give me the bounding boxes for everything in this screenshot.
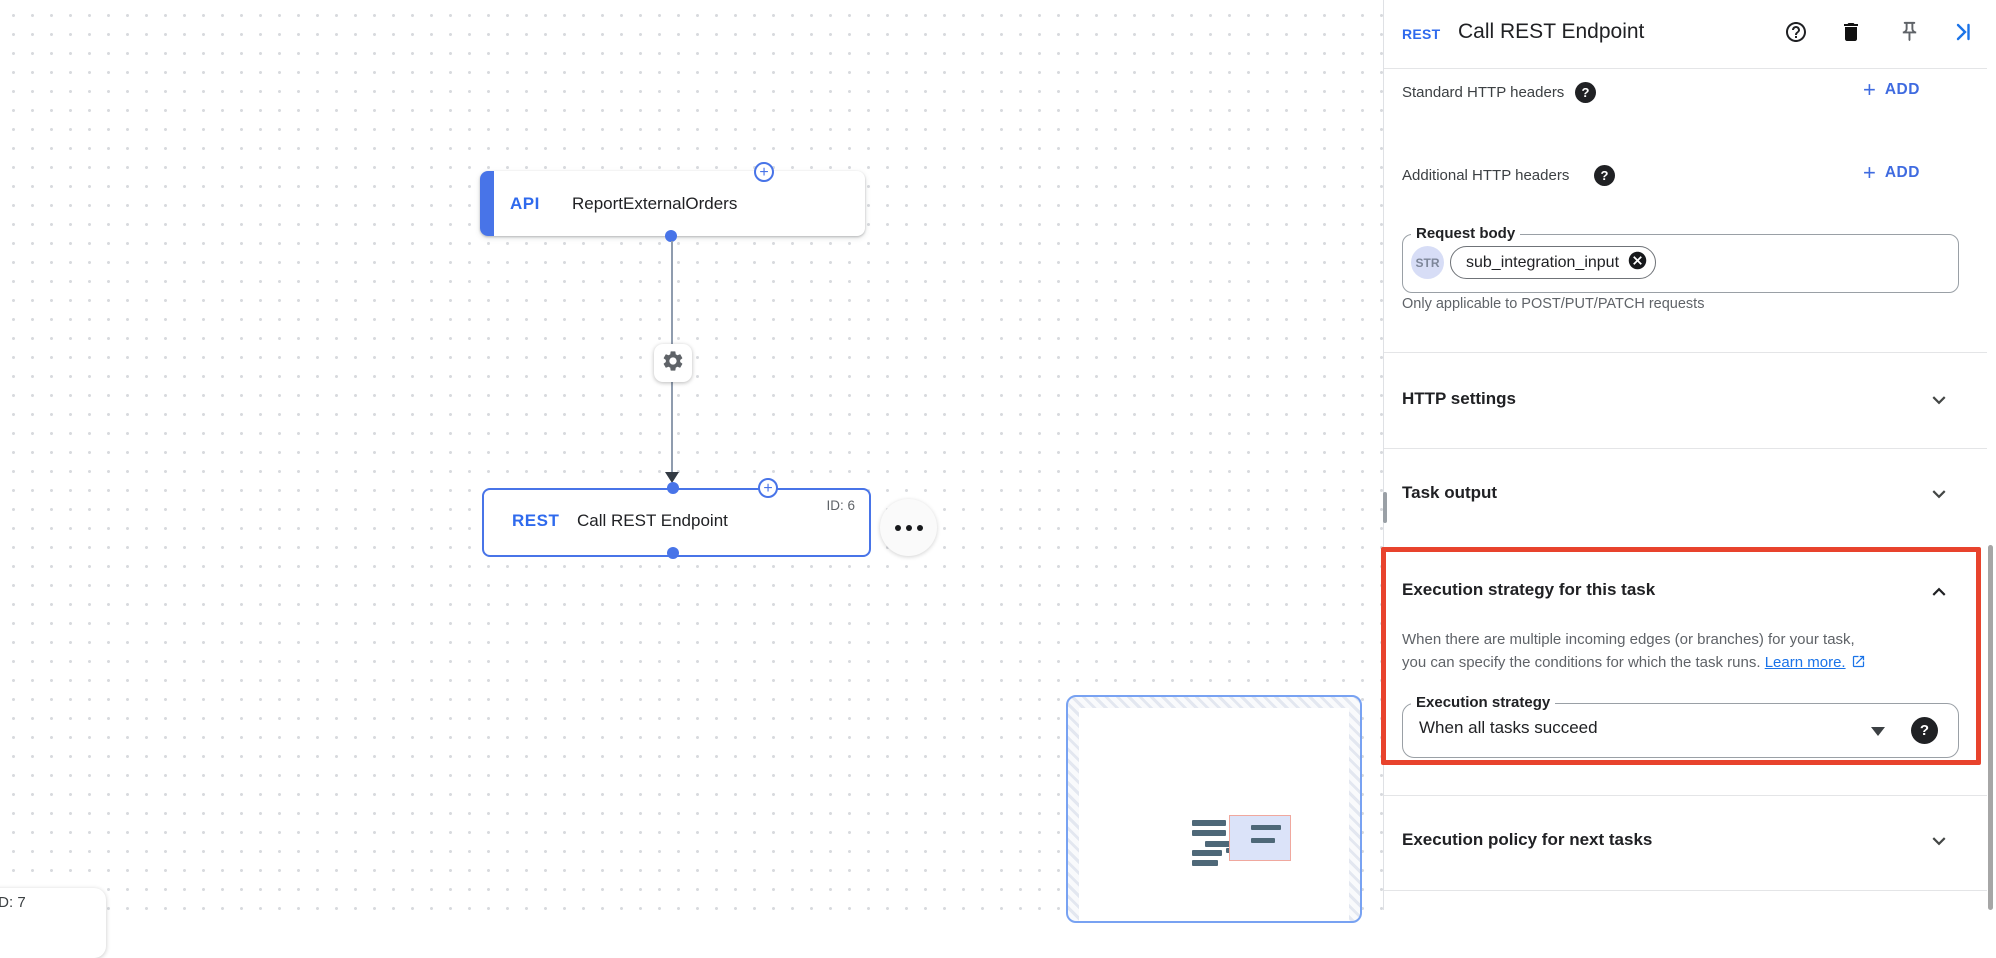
add-standard-header-button[interactable]: ADD [1863, 80, 1920, 100]
add-edge-icon[interactable] [758, 478, 778, 498]
header-divider [1384, 68, 1987, 69]
panel-scroll-indicator [1383, 492, 1387, 523]
help-outline-icon [1784, 20, 1808, 49]
trash-icon [1839, 20, 1863, 49]
request-body-legend: Request body [1411, 225, 1521, 242]
partial-node-card[interactable]: ID: 7 [0, 888, 106, 958]
api-badge: API [510, 194, 540, 213]
execution-strategy-legend: Execution strategy [1411, 694, 1556, 711]
panel-rest-badge: REST [1402, 26, 1441, 42]
help-filled-icon[interactable] [1575, 82, 1596, 103]
task-node-call-rest-endpoint[interactable]: REST Call REST Endpoint ID: 6 [482, 488, 871, 557]
help-filled-icon[interactable] [1911, 717, 1938, 744]
panel-divider [1383, 0, 1384, 910]
chevron-down-icon[interactable] [1926, 481, 1952, 507]
request-body-field[interactable]: Request body STR sub_integration_input [1402, 225, 1959, 293]
edge-config-button[interactable] [654, 344, 692, 382]
add-edge-icon[interactable] [754, 162, 774, 182]
rest-badge: REST [512, 511, 560, 530]
edge-arrowhead-icon [665, 472, 679, 483]
plus-icon [1863, 163, 1876, 183]
panel-scrollbar[interactable] [1988, 545, 1993, 910]
chip-value: sub_integration_input [1466, 253, 1620, 271]
task-more-options-button[interactable] [880, 499, 937, 556]
workflow-canvas[interactable]: API ReportExternalOrders REST Call REST … [0, 0, 1383, 958]
minimap-viewport-area [1079, 708, 1349, 921]
collapse-panel-button[interactable] [1951, 22, 1975, 46]
chevron-down-icon[interactable] [1926, 387, 1952, 413]
task-output-port[interactable] [667, 547, 679, 559]
section-execution-policy: Execution policy for next tasks [1402, 830, 1653, 849]
task-node-title: Call REST Endpoint [577, 511, 728, 530]
request-body-helper: Only applicable to POST/PUT/PATCH reques… [1402, 296, 1705, 312]
execution-strategy-description: When there are multiple incoming edges (… [1402, 628, 1954, 676]
partial-node-id-label: ID: 7 [0, 894, 26, 911]
chevron-up-icon[interactable] [1926, 579, 1952, 605]
trigger-node-title: ReportExternalOrders [572, 194, 738, 213]
delete-button[interactable] [1839, 22, 1863, 46]
task-config-panel [1384, 0, 1996, 910]
trigger-output-port[interactable] [665, 230, 677, 242]
request-body-value-chip[interactable]: sub_integration_input [1450, 246, 1657, 279]
section-task-output: Task output [1402, 483, 1498, 502]
minimap-viewport-rect[interactable] [1229, 815, 1291, 861]
chevron-down-icon[interactable] [1926, 828, 1952, 854]
help-button[interactable] [1784, 20, 1808, 49]
trigger-node-report-external-orders[interactable]: API ReportExternalOrders [480, 171, 865, 236]
execution-strategy-select[interactable]: Execution strategy When all tasks succee… [1402, 694, 1959, 758]
standard-http-headers-label: Standard HTTP headers [1402, 84, 1565, 101]
remove-chip-icon[interactable] [1627, 250, 1648, 276]
add-additional-header-button[interactable]: ADD [1863, 163, 1920, 183]
panel-title: Call REST Endpoint [1458, 20, 1645, 43]
string-type-chip: STR [1411, 246, 1444, 279]
execution-strategy-value: When all tasks succeed [1419, 718, 1598, 737]
dropdown-arrow-icon[interactable] [1871, 727, 1885, 736]
pin-button[interactable] [1897, 20, 1921, 48]
additional-http-headers-label: Additional HTTP headers [1402, 167, 1570, 184]
collapse-right-icon [1951, 20, 1975, 49]
section-http-settings: HTTP settings [1402, 389, 1516, 408]
minimap[interactable] [1066, 695, 1362, 923]
pin-icon [1898, 20, 1921, 48]
external-link-icon [1851, 653, 1866, 676]
section-execution-strategy: Execution strategy for this task [1402, 580, 1656, 599]
task-input-port[interactable] [667, 482, 679, 494]
highlight-red-box [1381, 547, 1981, 765]
trigger-accent-bar [480, 171, 494, 236]
task-id-label: ID: 6 [826, 498, 855, 513]
more-dots-icon [894, 524, 901, 531]
gear-icon [661, 349, 685, 378]
plus-icon [1863, 80, 1876, 100]
help-filled-icon[interactable] [1594, 165, 1615, 186]
learn-more-link[interactable]: Learn more. [1764, 654, 1846, 671]
